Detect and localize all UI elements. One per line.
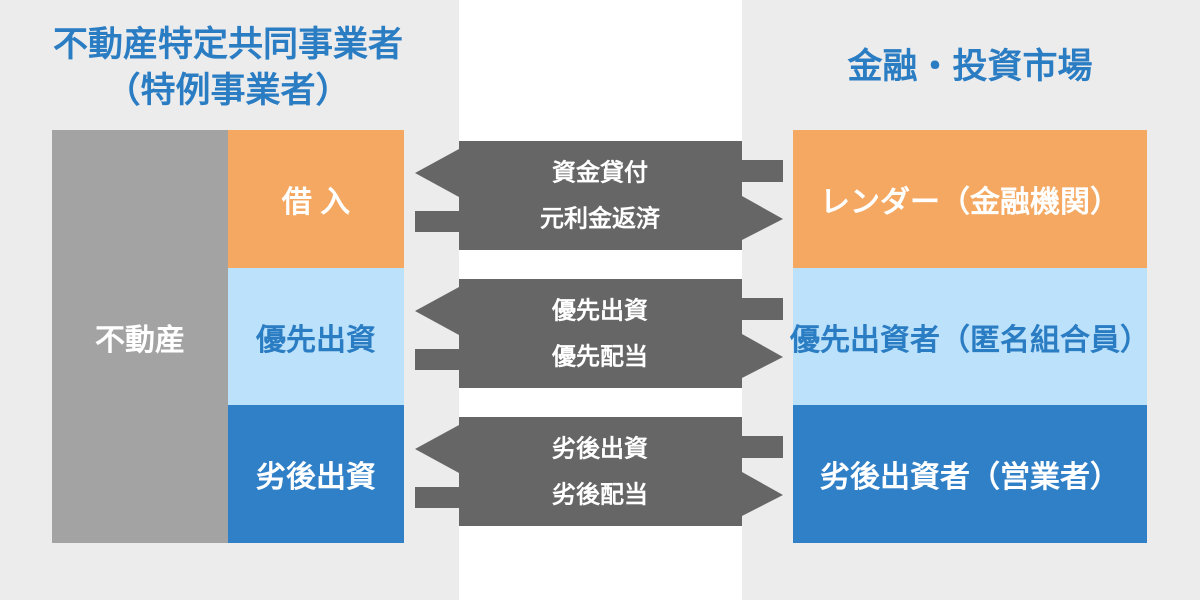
lender-label: レンダー（金融機関）	[820, 186, 1120, 219]
subordinated-equity-box: 劣後出資	[228, 405, 404, 543]
flow-to-right-label: 劣後配当	[552, 481, 648, 509]
right-arrow-tail	[742, 160, 783, 182]
right-arrow-tail	[742, 436, 783, 458]
real-estate-box: 不動産	[52, 130, 228, 543]
right-arrowhead-icon	[742, 196, 783, 240]
flow-to-right-label: 優先配当	[551, 344, 648, 371]
right-arrowhead-icon	[742, 472, 783, 516]
flow-arrows-row1: 資金貸付 元利金返済	[415, 141, 783, 250]
borrowing-box: 借 入	[228, 130, 404, 268]
exchange-arrow-graphic: 優先出資 優先配当	[415, 279, 783, 388]
arrow-body	[459, 417, 742, 526]
senior-investor-box: 優先出資者（匿名組合員）	[790, 268, 1150, 405]
flow-arrows-row3: 劣後出資 劣後配当	[415, 417, 783, 526]
left-arrowhead-icon	[415, 287, 459, 335]
real-estate-label: 不動産	[95, 323, 185, 357]
subordinated-equity-label: 劣後出資	[256, 461, 376, 494]
flow-to-right-label: 元利金返済	[540, 205, 661, 233]
senior-investor-label: 優先出資者（匿名組合員）	[790, 323, 1150, 357]
borrowing-label: 借 入	[281, 186, 351, 219]
subordinated-investor-label: 劣後出資者（営業者）	[820, 461, 1120, 494]
right-group-title-text: 金融・投資市場	[847, 47, 1093, 86]
left-arrow-tail	[415, 487, 459, 508]
left-arrowhead-icon	[415, 425, 459, 473]
left-group-title-line2: （特例事業者）	[105, 71, 351, 110]
exchange-arrow-graphic: 劣後出資 劣後配当	[415, 417, 783, 526]
arrow-body	[459, 279, 742, 388]
senior-equity-label: 優先出資	[256, 323, 376, 357]
left-arrow-tail	[415, 349, 459, 370]
flow-to-left-label: 劣後出資	[552, 435, 648, 463]
left-group-title-line1: 不動産特定共同事業者	[52, 25, 403, 64]
flow-to-left-label: 資金貸付	[552, 159, 648, 187]
right-group-title: 金融・投資市場	[793, 44, 1147, 90]
arrow-body	[459, 141, 742, 250]
right-arrow-tail	[742, 298, 783, 320]
flow-arrows-row2: 優先出資 優先配当	[415, 279, 783, 388]
lender-box: レンダー（金融機関）	[793, 130, 1147, 268]
left-group-title: 不動産特定共同事業者 （特例事業者）	[52, 22, 404, 114]
left-arrow-tail	[415, 211, 459, 232]
right-arrowhead-icon	[742, 334, 783, 378]
exchange-arrow-graphic: 資金貸付 元利金返済	[415, 141, 783, 250]
senior-equity-box: 優先出資	[228, 268, 404, 405]
left-arrowhead-icon	[415, 149, 459, 197]
subordinated-investor-box: 劣後出資者（営業者）	[793, 405, 1147, 543]
flow-to-left-label: 優先出資	[551, 298, 648, 325]
